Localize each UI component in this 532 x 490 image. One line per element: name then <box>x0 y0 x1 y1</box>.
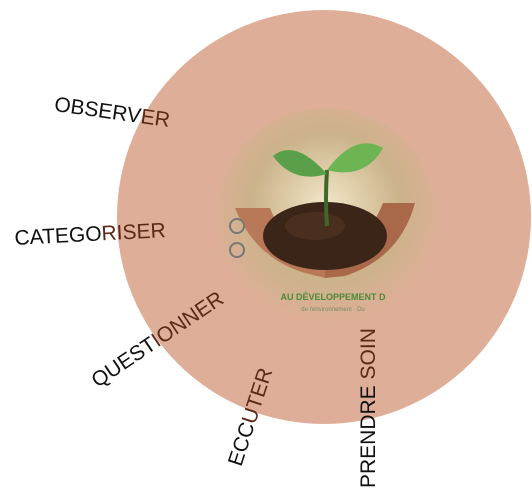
right-leaf <box>327 143 383 173</box>
label-categoriser-part1: CATEGO <box>13 222 103 250</box>
label-questionner-part1: QUEST <box>87 332 161 393</box>
label-prendre-soin: PRENDRE SOIN <box>357 328 380 488</box>
banner-subtext: de l'environnement · Du <box>301 307 365 313</box>
badge-icon-1 <box>229 218 245 234</box>
soil-highlight <box>285 212 345 240</box>
seedling-illustration: AU DÉVELOPPEMENT D de l'environnement · … <box>215 108 437 326</box>
central-photo: AU DÉVELOPPEMENT D de l'environnement · … <box>215 108 437 326</box>
seedling-stem <box>324 169 329 227</box>
left-leaf <box>273 150 327 177</box>
label-categoriser-part2: RISER <box>100 219 167 246</box>
label-prendre-soin-part1: PRENDRE <box>357 385 380 488</box>
badge-icon-2 <box>229 242 245 258</box>
label-observer-part1: OBSERV <box>52 93 143 128</box>
label-observer-part2: ER <box>139 105 172 132</box>
label-prendre-soin-part2: SOIN <box>357 328 380 386</box>
banner-text: AU DÉVELOPPEMENT D <box>280 292 386 302</box>
label-ecouter-part1: ECC <box>224 419 260 469</box>
